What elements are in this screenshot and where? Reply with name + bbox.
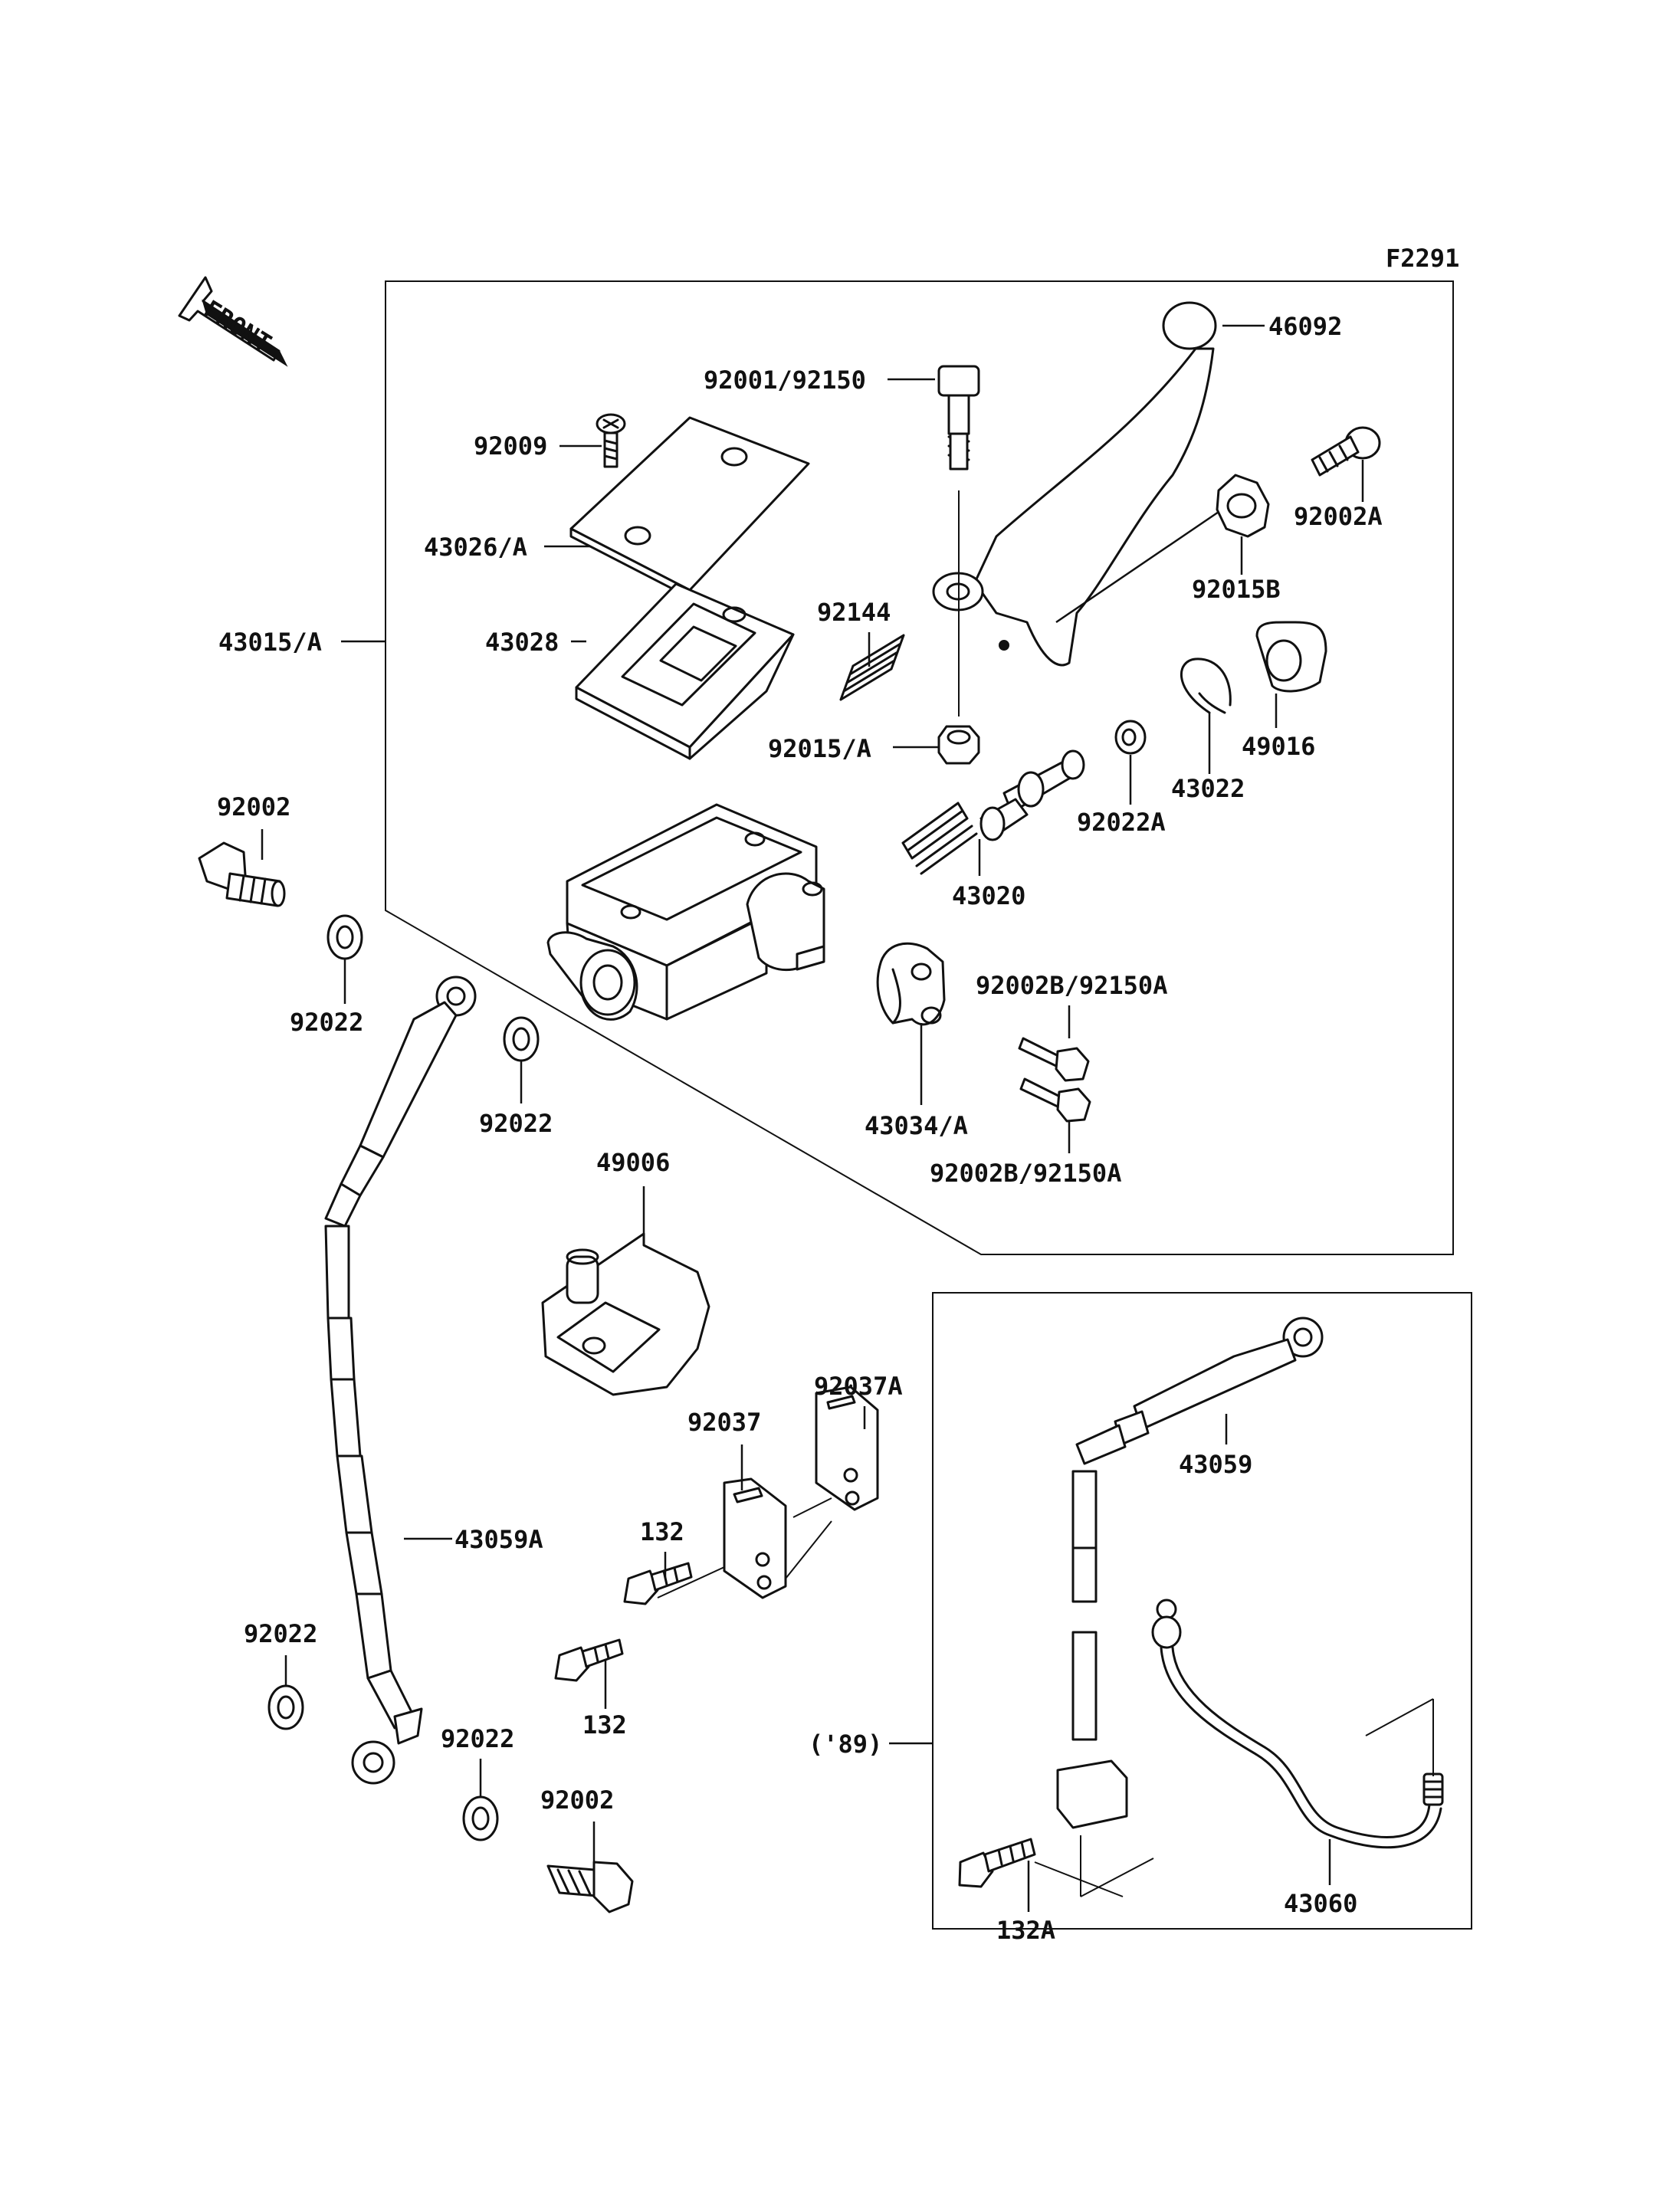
label-132-upper: 132 bbox=[640, 1517, 684, 1546]
label-43028: 43028 bbox=[485, 628, 559, 657]
label-92022-washer-2: 92022 bbox=[479, 1109, 553, 1138]
master-cylinder-cover-part bbox=[541, 1232, 710, 1396]
adjuster-screw-part bbox=[1311, 426, 1381, 477]
label-43059A: 43059A bbox=[454, 1525, 543, 1554]
label-46092: 46092 bbox=[1268, 312, 1342, 341]
pivot-bolt-part bbox=[937, 365, 980, 716]
label-92002-upper: 92002 bbox=[217, 792, 290, 821]
label-92002A: 92002A bbox=[1294, 502, 1383, 531]
label-1989-variant: ('89) bbox=[809, 1730, 882, 1759]
hose-clamp-b-part bbox=[723, 1477, 787, 1599]
label-43059: 43059 bbox=[1179, 1450, 1252, 1479]
piston-washer-part bbox=[1114, 720, 1147, 755]
label-132-lower: 132 bbox=[582, 1710, 627, 1740]
label-92037A: 92037A bbox=[814, 1372, 903, 1401]
handlebar-clamp-part bbox=[876, 942, 946, 1026]
label-49006: 49006 bbox=[596, 1148, 670, 1177]
circlip-part bbox=[1180, 657, 1232, 714]
clamp-bolt-132-lower-part bbox=[554, 1638, 624, 1682]
label-43060: 43060 bbox=[1284, 1889, 1357, 1918]
banjo-bolt-lower-part bbox=[546, 1861, 634, 1913]
label-92015-A: 92015/A bbox=[768, 734, 871, 763]
copper-washer-1-part bbox=[326, 914, 363, 960]
label-49016: 49016 bbox=[1242, 732, 1315, 761]
clamp-bolt-upper-part bbox=[1018, 1037, 1090, 1082]
master-cylinder-body-part bbox=[546, 803, 825, 1021]
copper-washer-4-part bbox=[462, 1795, 499, 1841]
figure-code: F2291 bbox=[1386, 244, 1459, 273]
pivot-spring-part bbox=[839, 634, 905, 701]
copper-washer-3-part bbox=[267, 1684, 304, 1730]
label-132A: 132A bbox=[996, 1916, 1055, 1945]
cap-screw-part bbox=[596, 413, 626, 468]
clamp-bolt-lower-part bbox=[1019, 1077, 1091, 1123]
label-92037: 92037 bbox=[687, 1408, 761, 1437]
label-92002B-92150A-lower: 92002B/92150A bbox=[930, 1159, 1121, 1188]
label-43020: 43020 bbox=[952, 881, 1025, 910]
lever-nut-part bbox=[1216, 474, 1270, 538]
label-92002B-92150A-upper: 92002B/92150A bbox=[976, 971, 1167, 1000]
copper-washer-2-part bbox=[503, 1016, 540, 1062]
pivot-nut-part bbox=[937, 725, 980, 765]
brake-hose-1989-part bbox=[1056, 1317, 1324, 1829]
label-92144: 92144 bbox=[817, 598, 891, 627]
brake-hose-part bbox=[324, 976, 477, 1785]
label-92002-lower: 92002 bbox=[540, 1785, 614, 1815]
clamp-bolt-132-upper-part bbox=[623, 1562, 725, 1605]
banjo-bolt-upper-part bbox=[198, 841, 286, 907]
label-92022-washer-4: 92022 bbox=[441, 1724, 514, 1753]
reservoir-diaphragm-part bbox=[575, 582, 795, 760]
label-43026-A: 43026/A bbox=[424, 533, 527, 562]
label-43034-A: 43034/A bbox=[865, 1111, 968, 1140]
reservoir-cap-part bbox=[569, 416, 810, 599]
master-cylinder-assembly-frame bbox=[385, 280, 1454, 1255]
label-43015-A: 43015/A bbox=[218, 628, 322, 657]
leader-lines bbox=[261, 324, 1364, 1912]
label-92022-washer-1: 92022 bbox=[290, 1008, 363, 1037]
label-43022: 43022 bbox=[1171, 774, 1245, 803]
label-92022-washer-3: 92022 bbox=[244, 1619, 317, 1648]
front-arrow-label: FRONT bbox=[199, 294, 277, 358]
1989-variant-frame bbox=[932, 1292, 1472, 1930]
label-92009: 92009 bbox=[474, 431, 547, 461]
front-arrow-icon: FRONT bbox=[178, 276, 288, 367]
label-92015B: 92015B bbox=[1192, 575, 1281, 604]
dust-boot-part bbox=[1255, 621, 1327, 693]
brake-pipe-1989-part bbox=[1151, 1599, 1444, 1849]
label-92022A: 92022A bbox=[1077, 808, 1166, 837]
label-92001-92150: 92001/92150 bbox=[704, 366, 866, 395]
hose-clamp-a-part bbox=[815, 1385, 879, 1511]
joint-bolt-132A-part bbox=[958, 1838, 1036, 1888]
piston-assembly-part bbox=[901, 749, 1085, 875]
